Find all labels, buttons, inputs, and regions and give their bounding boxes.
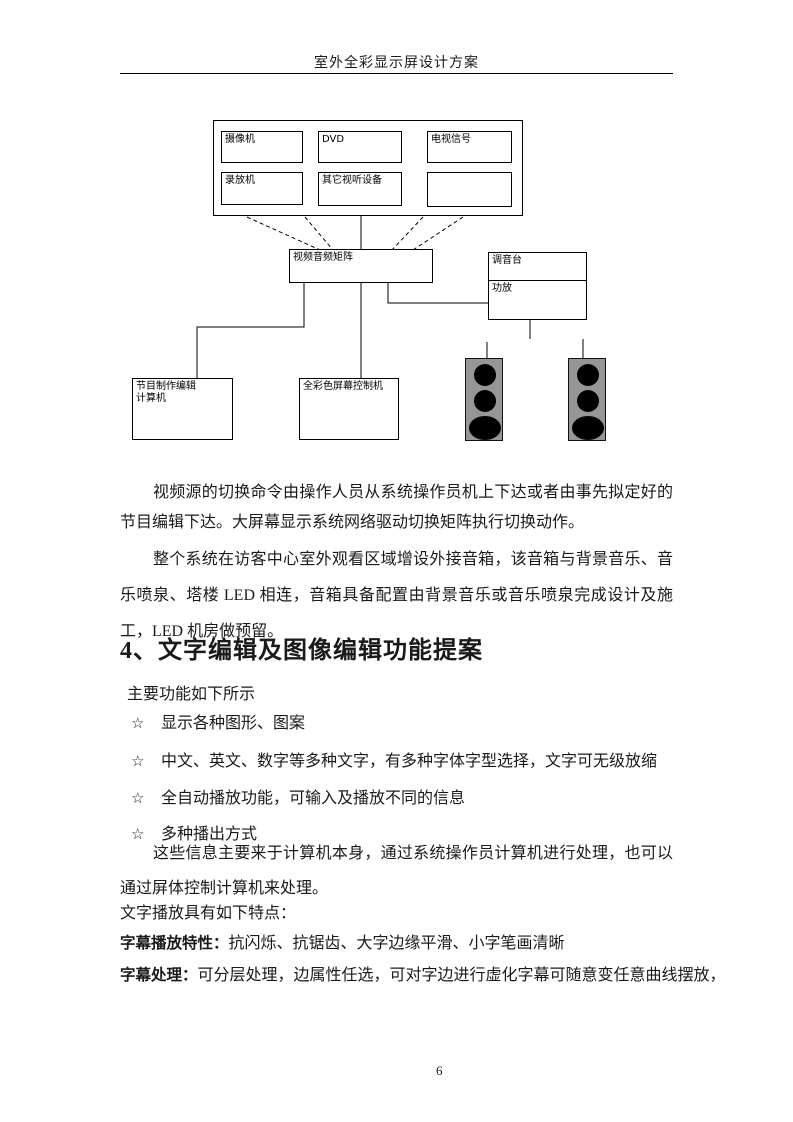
- diagram-box-dvd: DVD: [318, 131, 402, 163]
- diagram-box-program-computer: 节目制作编辑 计算机: [132, 378, 233, 440]
- feature-line-processing: 字幕处理：可分层处理，边属性任选，可对字边进行虚化字幕可随意变任意曲线摆放，: [120, 962, 730, 989]
- diagram-box-tv-signal: 电视信号: [427, 131, 512, 163]
- speaker-cone: [577, 390, 599, 412]
- speaker-cone: [474, 364, 496, 386]
- diagram-box-amplifier: 功放: [492, 283, 512, 294]
- speaker-left-image: [465, 358, 503, 441]
- program-computer-line2: 计算机: [136, 393, 166, 404]
- list-item: ☆ 全自动播放功能，可输入及播放不同的信息: [120, 787, 720, 811]
- diagram-box-camera: 摄像机: [221, 131, 303, 163]
- star-bullet-icon: ☆: [131, 754, 145, 770]
- diagram-box-other-av: 其它视听设备: [318, 172, 402, 206]
- list-item: ☆ 多种播出方式: [120, 823, 720, 847]
- list-item-text: 显示各种图形、图案: [161, 715, 306, 732]
- speaker-right-image: [568, 358, 606, 441]
- list-item: ☆ 中文、英文、数字等多种文字，有多种字体字型选择，文字可无级放缩: [120, 750, 720, 774]
- speaker-woofer-cone: [469, 416, 501, 440]
- paragraph-playback-features-intro: 文字播放具有如下特点：: [120, 905, 297, 922]
- paragraph-outdoor-speakers: 整个系统在访客中心室外观看区域增设外接音箱，该音箱与背景音乐、音乐喷泉、塔楼 L…: [120, 551, 673, 640]
- paragraph-switching-command: 视频源的切换命令由操作人员从系统操作员机上下达或者由事先拟定好的节目编辑下达。大…: [120, 484, 673, 531]
- feature-label: 字幕播放特性：: [120, 934, 229, 952]
- list-item: ☆ 显示各种图形、图案: [120, 712, 720, 736]
- diagram-box-mixer: 调音台: [489, 253, 586, 281]
- list-item-text: 全自动播放功能，可输入及播放不同的信息: [161, 790, 466, 807]
- list-item-text: 多种播出方式: [161, 826, 258, 843]
- feature-label: 字幕处理：: [120, 966, 198, 984]
- program-computer-line1: 节目制作编辑: [136, 381, 196, 392]
- diagram-box-recorder: 录放机: [221, 172, 303, 205]
- speaker-woofer-cone: [572, 416, 604, 440]
- speaker-cone: [474, 390, 496, 412]
- paragraph-info-source: 这些信息主要来于计算机本身，通过系统操作员计算机进行处理，也可以通过屏体控制计算…: [120, 845, 673, 897]
- system-diagram: 摄像机 DVD 电视信号 录放机 其它视听设备 视频音频矩阵 调音台 功放 节目…: [0, 0, 793, 470]
- speaker-cone: [577, 364, 599, 386]
- diagram-box-empty: [427, 172, 512, 207]
- diagram-box-mixer-amp: 调音台 功放: [488, 252, 587, 320]
- feature-text: 可分层处理，边属性任选，可对字边进行虚化字幕可随意变任意曲线摆放，: [197, 967, 726, 984]
- list-item-text: 中文、英文、数字等多种文字，有多种字体字型选择，文字可无级放缩: [161, 753, 658, 770]
- star-bullet-icon: ☆: [131, 791, 145, 807]
- section-heading-4: 4、文字编辑及图像编辑功能提案: [120, 638, 483, 664]
- header-rule: [120, 73, 673, 74]
- diagram-box-av-matrix: 视频音频矩阵: [289, 249, 433, 283]
- diagram-connector-lines: [196, 216, 584, 378]
- page-number: 6: [436, 1063, 443, 1078]
- page-header-title: 室外全彩显示屏设计方案: [314, 56, 479, 71]
- diagram-box-screen-controller: 全彩色屏幕控制机: [299, 378, 399, 440]
- feature-line-playback: 字幕播放特性：抗闪烁、抗锯齿、大字边缘平滑、小字笔画清晰: [120, 930, 730, 957]
- star-bullet-icon: ☆: [131, 716, 145, 732]
- star-bullet-icon: ☆: [131, 827, 145, 843]
- feature-text: 抗闪烁、抗锯齿、大字边缘平滑、小字笔画清晰: [228, 935, 565, 952]
- list-intro: 主要功能如下所示: [127, 686, 256, 703]
